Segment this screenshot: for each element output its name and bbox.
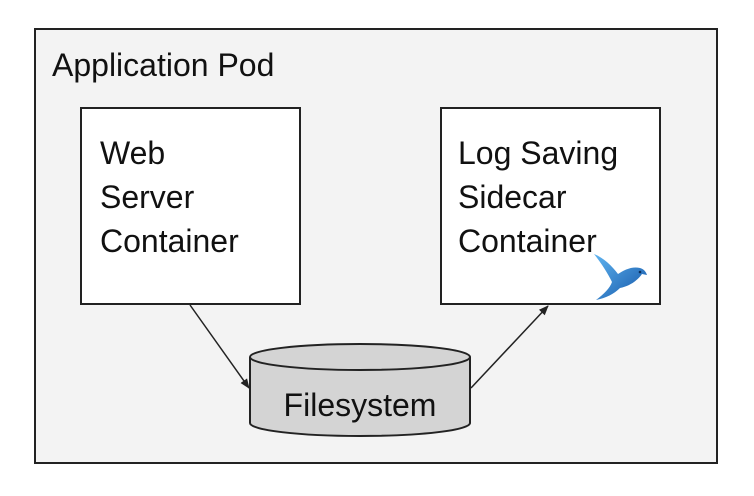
- web-server-label: Web Server Container: [100, 131, 239, 263]
- log-sidecar-label-line-2: Sidecar: [458, 179, 567, 215]
- log-saving-sidecar-container: Log Saving Sidecar Container: [440, 107, 661, 305]
- web-server-label-line-2: Server: [100, 179, 195, 215]
- bird-logo-icon: [594, 254, 647, 300]
- log-sidecar-label-line-1: Log Saving: [458, 135, 619, 171]
- filesystem-label: Filesystem: [283, 387, 437, 423]
- web-server-label-line-3: Container: [100, 223, 239, 259]
- log-sidecar-label-line-3: Container: [458, 223, 597, 259]
- web-server-container: Web Server Container: [80, 107, 301, 305]
- log-sidecar-label: Log Saving Sidecar Container: [458, 131, 618, 263]
- pod-label: Application Pod: [52, 47, 275, 83]
- web-server-label-line-1: Web: [100, 135, 166, 171]
